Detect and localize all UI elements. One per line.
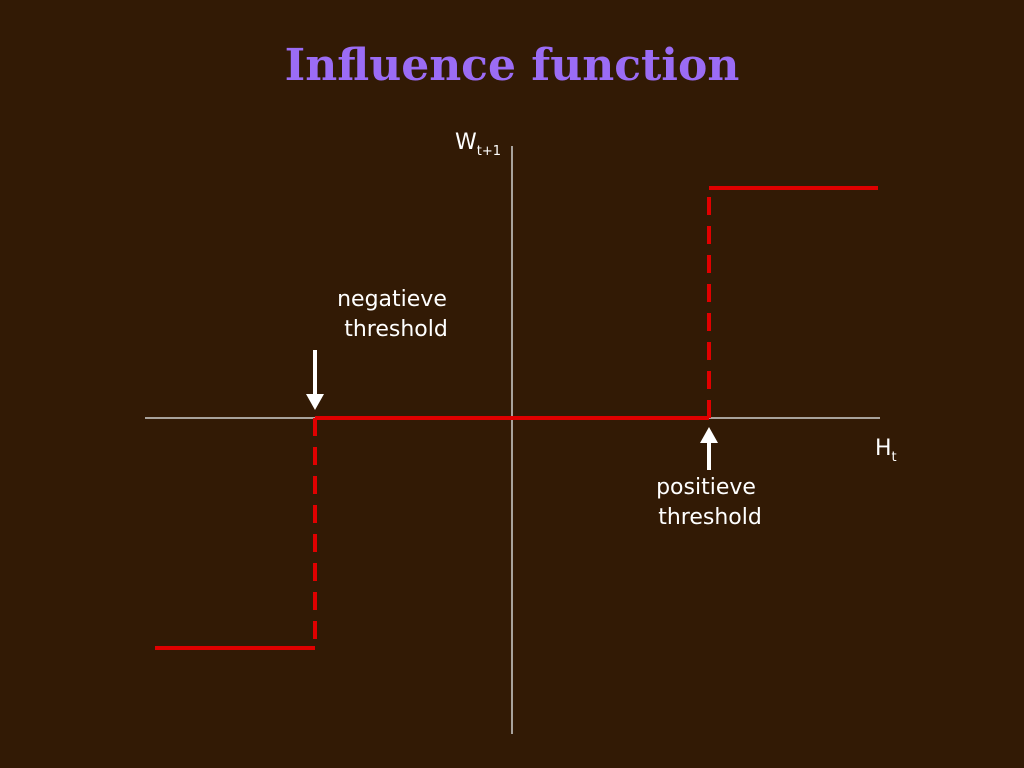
negative-threshold-annotation: negatieve threshold (302, 285, 482, 345)
slide-title: Influence function (284, 40, 740, 91)
negative-threshold-line2: threshold (344, 317, 448, 342)
positive-threshold-line1: positieve (656, 475, 756, 500)
negative-threshold-line1: negatieve (337, 287, 447, 312)
positive-threshold-annotation: positieve threshold (616, 473, 796, 533)
x-axis-label: Ht (875, 436, 897, 465)
y-axis-label: Wt+1 (455, 130, 502, 159)
negative-threshold-arrow (306, 350, 324, 410)
positive-threshold-line2: threshold (658, 505, 762, 530)
positive-threshold-arrow (700, 427, 718, 470)
